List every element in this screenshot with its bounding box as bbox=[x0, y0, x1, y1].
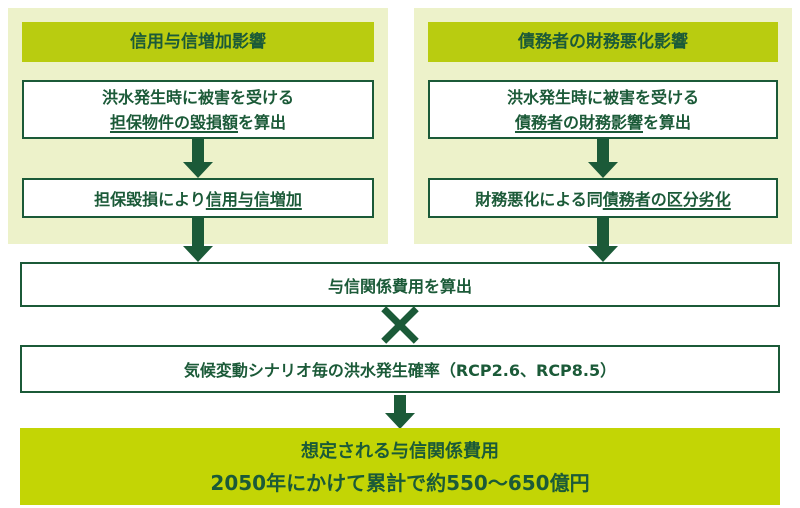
arrow-shaft bbox=[192, 218, 204, 246]
arrow-shaft bbox=[192, 139, 204, 162]
down-arrow-icon bbox=[385, 395, 415, 429]
result-box: 想定される与信関係費用 2050年にかけて累計で約550～650億円 bbox=[20, 428, 780, 505]
right-step1-box: 洪水発生時に被害を受ける 債務者の財務影響を算出 bbox=[428, 80, 778, 139]
left-step1-line1: 洪水発生時に被害を受ける bbox=[24, 85, 372, 110]
credit-cost-label: 与信関係費用を算出 bbox=[327, 276, 472, 296]
arrow-head bbox=[183, 246, 213, 262]
arrow-shaft bbox=[597, 139, 609, 162]
arrow-head bbox=[385, 413, 415, 429]
step-text: 財務悪化による同 bbox=[475, 190, 603, 209]
right-step1-line2: 債務者の財務影響を算出 bbox=[430, 110, 776, 135]
down-arrow-icon bbox=[183, 139, 213, 178]
step-text-underlined: 債務者の区分劣化 bbox=[602, 190, 731, 209]
down-arrow-icon bbox=[588, 218, 618, 262]
arrow-shaft bbox=[597, 218, 609, 246]
step-text: を算出 bbox=[643, 112, 692, 132]
right-step2-line: 財務悪化による同債務者の区分劣化 bbox=[430, 186, 776, 210]
left-step2-box: 担保毀損により信用与信増加 bbox=[22, 178, 374, 218]
step-text: 担保毀損により bbox=[94, 190, 206, 209]
arrow-head bbox=[588, 162, 618, 178]
left-step2-line: 担保毀損により信用与信増加 bbox=[24, 186, 372, 210]
debtor-deterioration-header: 債務者の財務悪化影響 bbox=[428, 22, 778, 62]
step-text-underlined: 担保物件の毀損額 bbox=[109, 112, 238, 132]
step-text-underlined: 信用与信増加 bbox=[205, 190, 302, 209]
result-line2: 2050年にかけて累計で約550～650億円 bbox=[210, 471, 590, 495]
down-arrow-icon bbox=[183, 218, 213, 262]
result-line1: 想定される与信関係費用 bbox=[301, 441, 499, 462]
step-text: 洪水発生時に被害を受ける bbox=[506, 87, 699, 107]
credit-cost-box: 与信関係費用を算出 bbox=[20, 262, 780, 307]
down-arrow-icon bbox=[588, 139, 618, 178]
credit-increase-header: 信用与信増加影響 bbox=[22, 22, 374, 62]
step-text: を算出 bbox=[238, 112, 287, 132]
right-step1-line1: 洪水発生時に被害を受ける bbox=[430, 85, 776, 110]
flood-probability-label: 気候変動シナリオ毎の洪水発生確率（RCP2.6、RCP8.5） bbox=[183, 361, 617, 380]
multiply-icon bbox=[382, 307, 418, 343]
arrow-head bbox=[183, 162, 213, 178]
flood-probability-box: 気候変動シナリオ毎の洪水発生確率（RCP2.6、RCP8.5） bbox=[20, 345, 780, 393]
step-text: 洪水発生時に被害を受ける bbox=[101, 87, 294, 107]
arrow-shaft bbox=[394, 395, 406, 413]
right-step2-box: 財務悪化による同債務者の区分劣化 bbox=[428, 178, 778, 218]
step-text-underlined: 債務者の財務影響 bbox=[514, 112, 643, 132]
left-step1-line2: 担保物件の毀損額を算出 bbox=[24, 110, 372, 135]
left-step1-box: 洪水発生時に被害を受ける 担保物件の毀損額を算出 bbox=[22, 80, 374, 139]
arrow-head bbox=[588, 246, 618, 262]
